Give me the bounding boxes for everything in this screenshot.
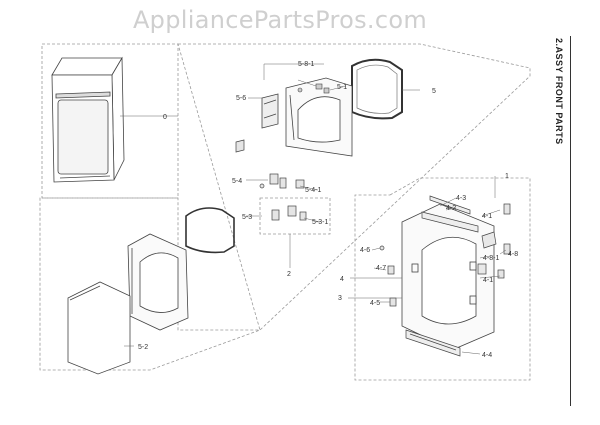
callout-4: 4 — [340, 276, 344, 283]
door-gasket-inner — [356, 64, 398, 114]
callout-5: 5 — [432, 88, 436, 95]
door-cover-part-5-2[interactable] — [67, 281, 131, 375]
sidebar-rule — [570, 36, 571, 406]
left-clips-part-4-6[interactable] — [379, 245, 397, 307]
callout-2: 2 — [287, 271, 291, 278]
callout-5-1: 5-1 — [337, 84, 347, 91]
callout-5-8-1: 5-8-1 — [298, 61, 314, 68]
callout-0: 0 — [163, 114, 167, 121]
callout-4-1: 4-1 — [482, 213, 492, 220]
dryer-cabinet-part-0[interactable] — [51, 56, 125, 183]
door-gasket-part-5[interactable] — [351, 58, 403, 120]
callout-4-8-1: 4-8-1 — [483, 255, 499, 262]
callout-labels: 0 5-8-1 5-1 5-6 5 5-4 5-4-1 5-3 5-3-1 2 … — [138, 61, 518, 359]
inner-door-frame-part-5-6[interactable] — [285, 77, 353, 157]
callout-4-6: 4-6 — [360, 247, 370, 254]
bracket-group-5-3 — [259, 197, 331, 235]
front-panel-group — [354, 177, 531, 381]
side-clips-part-4-1[interactable] — [497, 203, 511, 279]
bottom-rail-part-4-4[interactable] — [405, 329, 461, 357]
callout-3: 3 — [338, 295, 342, 302]
top-rail-part-4-3[interactable] — [421, 195, 479, 233]
door-glass-ring[interactable] — [185, 207, 235, 254]
callout-5-4: 5-4 — [232, 178, 242, 185]
callout-4-1-lower: 4-1 — [483, 277, 493, 284]
front-panel-part-4[interactable] — [401, 203, 495, 351]
callout-4-5: 4-5 — [370, 300, 380, 307]
leader-lines — [120, 63, 507, 355]
callout-5-6: 5-6 — [236, 95, 246, 102]
callout-5-2: 5-2 — [138, 344, 148, 351]
callout-1: 1 — [505, 173, 509, 180]
callout-4-4: 4-4 — [482, 352, 492, 359]
door-brackets-part-5-3[interactable] — [271, 205, 307, 221]
callout-5-3-1: 5-3-1 — [312, 219, 328, 226]
hinge-screws-part-5-1[interactable] — [297, 83, 330, 94]
callout-4-8: 4-8 — [508, 251, 518, 258]
callout-4-3: 4-3 — [456, 195, 466, 202]
callout-5-3: 5-3 — [242, 214, 252, 221]
latch-parts-part-5-4[interactable] — [235, 139, 305, 189]
callout-5-4-1: 5-4-1 — [305, 187, 321, 194]
callout-4-7: 4-7 — [376, 265, 386, 272]
door-outer-panel[interactable] — [127, 233, 189, 331]
section-title: 2.ASSY FRONT PARTS — [554, 38, 564, 145]
watermark: AppliancePartsPros.com — [132, 6, 428, 34]
callout-4-2: 4-2 — [446, 205, 456, 212]
sensor-strip-part-1[interactable] — [477, 231, 497, 275]
hinge-plate-part-5-6[interactable] — [261, 93, 279, 129]
